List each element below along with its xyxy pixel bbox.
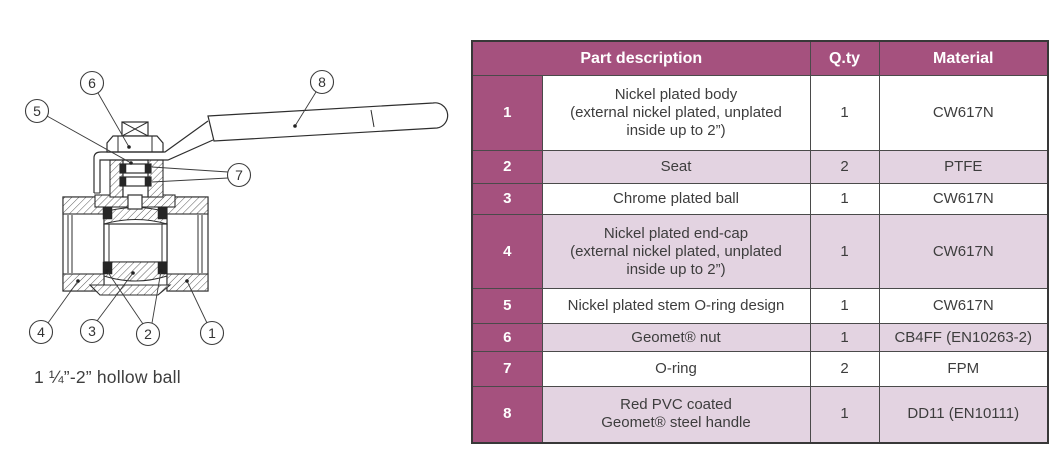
col-header-part-description: Part description xyxy=(471,40,811,76)
callout-7-label: 7 xyxy=(235,167,243,183)
qty-cell: 2 xyxy=(809,150,880,184)
material-cell: CW617N xyxy=(878,183,1049,215)
callout-8-label: 8 xyxy=(318,74,326,90)
table-row: 2 Seat 2 PTFE xyxy=(471,150,1049,184)
part-description-cell: Red PVC coated Geomet® steel handle xyxy=(541,386,811,443)
table-row: 7 O-ring 2 FPM xyxy=(471,351,1049,387)
material-cell: DD11 (EN10111) xyxy=(878,386,1049,443)
table-header-row: Part description Q.ty Material xyxy=(471,40,1049,76)
callout-3: 3 xyxy=(79,318,105,344)
stem-assembly xyxy=(109,159,164,210)
valve-cross-section-diagram: 1 2 3 4 5 6 7 8 xyxy=(24,69,449,347)
part-description-cell: Chrome plated ball xyxy=(541,183,811,215)
qty-cell: 1 xyxy=(809,214,880,289)
part-number-cell: 2 xyxy=(471,150,543,184)
callout-6: 6 xyxy=(79,70,105,96)
diagram-caption: 1 ¼”-2” hollow ball xyxy=(34,367,181,387)
material-cell: CW617N xyxy=(878,288,1049,324)
qty-cell: 1 xyxy=(809,288,880,324)
callout-7: 7 xyxy=(226,162,252,188)
part-description-cell: Nickel plated body (external nickel plat… xyxy=(541,75,811,151)
callout-6-label: 6 xyxy=(88,75,96,91)
part-number-cell: 3 xyxy=(471,183,543,215)
callout-1: 1 xyxy=(199,320,225,346)
part-number-cell: 7 xyxy=(471,351,543,387)
part-description-cell: Seat xyxy=(541,150,811,184)
qty-cell: 2 xyxy=(809,351,880,387)
part-number-cell: 4 xyxy=(471,214,543,289)
qty-cell: 1 xyxy=(809,386,880,443)
table-row: 5 Nickel plated stem O-ring design 1 CW6… xyxy=(471,288,1049,324)
table-row: 4 Nickel plated end-cap (external nickel… xyxy=(471,214,1049,289)
callout-4-label: 4 xyxy=(37,324,45,340)
callout-8: 8 xyxy=(309,69,335,95)
callout-1-label: 1 xyxy=(208,325,216,341)
part-description-cell: Nickel plated end-cap (external nickel p… xyxy=(541,214,811,289)
part-number-cell: 8 xyxy=(471,386,543,443)
callout-2: 2 xyxy=(135,321,161,347)
callout-4: 4 xyxy=(28,319,54,345)
qty-cell: 1 xyxy=(809,323,880,352)
valve-handle xyxy=(93,102,449,194)
table-row: 6 Geomet® nut 1 CB4FF (EN10263-2) xyxy=(471,323,1049,352)
material-cell: CW617N xyxy=(878,214,1049,289)
parts-table: Part description Q.ty Material 1 Nickel … xyxy=(471,40,1049,444)
table-row: 1 Nickel plated body (external nickel pl… xyxy=(471,75,1049,151)
col-header-qty: Q.ty xyxy=(809,40,880,76)
part-number-cell: 6 xyxy=(471,323,543,352)
callout-5-label: 5 xyxy=(33,103,41,119)
qty-cell: 1 xyxy=(809,75,880,151)
table-row: 3 Chrome plated ball 1 CW617N xyxy=(471,183,1049,215)
material-cell: PTFE xyxy=(878,150,1049,184)
callout-5: 5 xyxy=(24,98,50,124)
leader-lines xyxy=(46,91,317,325)
material-cell: FPM xyxy=(878,351,1049,387)
material-cell: CW617N xyxy=(878,75,1049,151)
part-description-cell: Nickel plated stem O-ring design xyxy=(541,288,811,324)
col-header-material: Material xyxy=(878,40,1049,76)
callout-3-label: 3 xyxy=(88,323,96,339)
callout-2-label: 2 xyxy=(144,326,152,342)
qty-cell: 1 xyxy=(809,183,880,215)
part-description-cell: O-ring xyxy=(541,351,811,387)
stem-nut xyxy=(106,121,164,153)
part-number-cell: 1 xyxy=(471,75,543,151)
part-description-cell: Geomet® nut xyxy=(541,323,811,352)
table-row: 8 Red PVC coated Geomet® steel handle 1 … xyxy=(471,386,1049,443)
material-cell: CB4FF (EN10263-2) xyxy=(878,323,1049,352)
part-number-cell: 5 xyxy=(471,288,543,324)
